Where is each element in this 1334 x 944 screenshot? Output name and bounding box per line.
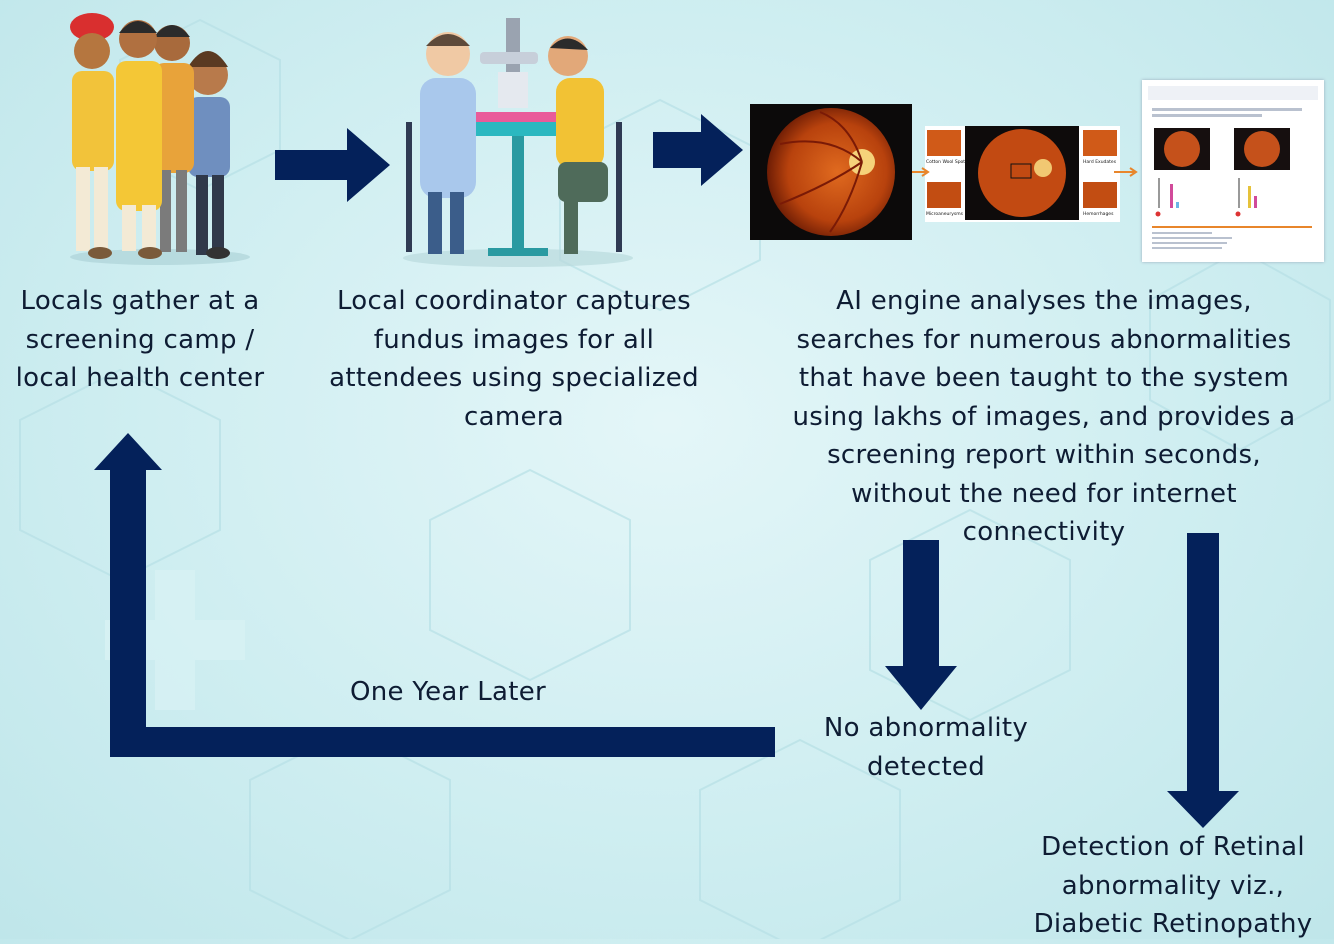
down-arrow-no-abnormality bbox=[885, 540, 957, 710]
step-analyse-text: AI engine analyses the images, searches … bbox=[792, 286, 1296, 547]
right-arrow-icon bbox=[275, 128, 390, 202]
arrow-shape bbox=[885, 540, 957, 710]
lesion-label-hard-exudates: Hard Exudates bbox=[1083, 160, 1117, 165]
orange-arrow-icon bbox=[912, 167, 930, 177]
step-gather-text: Locals gather at a screening camp / loca… bbox=[15, 286, 265, 393]
lesion-label-microaneurysms: Microaneurysms bbox=[926, 212, 963, 217]
down-arrow-detection bbox=[1167, 533, 1239, 828]
detection-text: Detection of Retinal abnormality viz., D… bbox=[1033, 832, 1313, 939]
loop-back-arrow bbox=[94, 433, 775, 757]
lesion-panel: Cotton Wool Spots Hard Exudates Microane… bbox=[925, 126, 1120, 222]
lesion-label-hemorrhages: Hemorrhages bbox=[1083, 212, 1114, 217]
loop-label: One Year Later bbox=[349, 677, 546, 707]
villagers-illustration bbox=[70, 13, 250, 265]
no-abnormality-text: No abnormality detected bbox=[823, 713, 1029, 782]
screening-report bbox=[1142, 80, 1324, 262]
arrow-shape bbox=[275, 128, 390, 202]
right-arrow-icon bbox=[653, 114, 743, 186]
arrow-shape bbox=[653, 114, 743, 186]
lesion-label-cotton-wool: Cotton Wool Spots bbox=[926, 160, 968, 165]
step-capture-text: Local coordinator captures fundus images… bbox=[329, 286, 699, 432]
arrow-shape bbox=[1167, 533, 1239, 828]
orange-arrow-icon bbox=[1114, 167, 1138, 177]
fundus-camera-illustration bbox=[403, 18, 633, 267]
fundus-photo bbox=[750, 104, 912, 240]
